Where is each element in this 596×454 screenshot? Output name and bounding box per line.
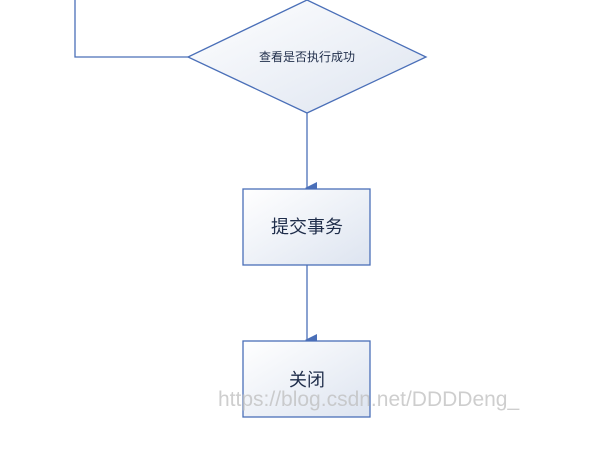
commit-box (242, 188, 371, 266)
close-label: 关闭 (289, 370, 325, 391)
close-node: 关闭 (242, 340, 371, 418)
decision-label: 查看是否执行成功 (259, 50, 355, 64)
commit-node: 提交事务 (242, 188, 371, 266)
commit-label: 提交事务 (271, 217, 343, 238)
close-box (242, 340, 371, 418)
loop-back-connector (74, 0, 188, 58)
decision-node: 查看是否执行成功 (186, 0, 428, 114)
